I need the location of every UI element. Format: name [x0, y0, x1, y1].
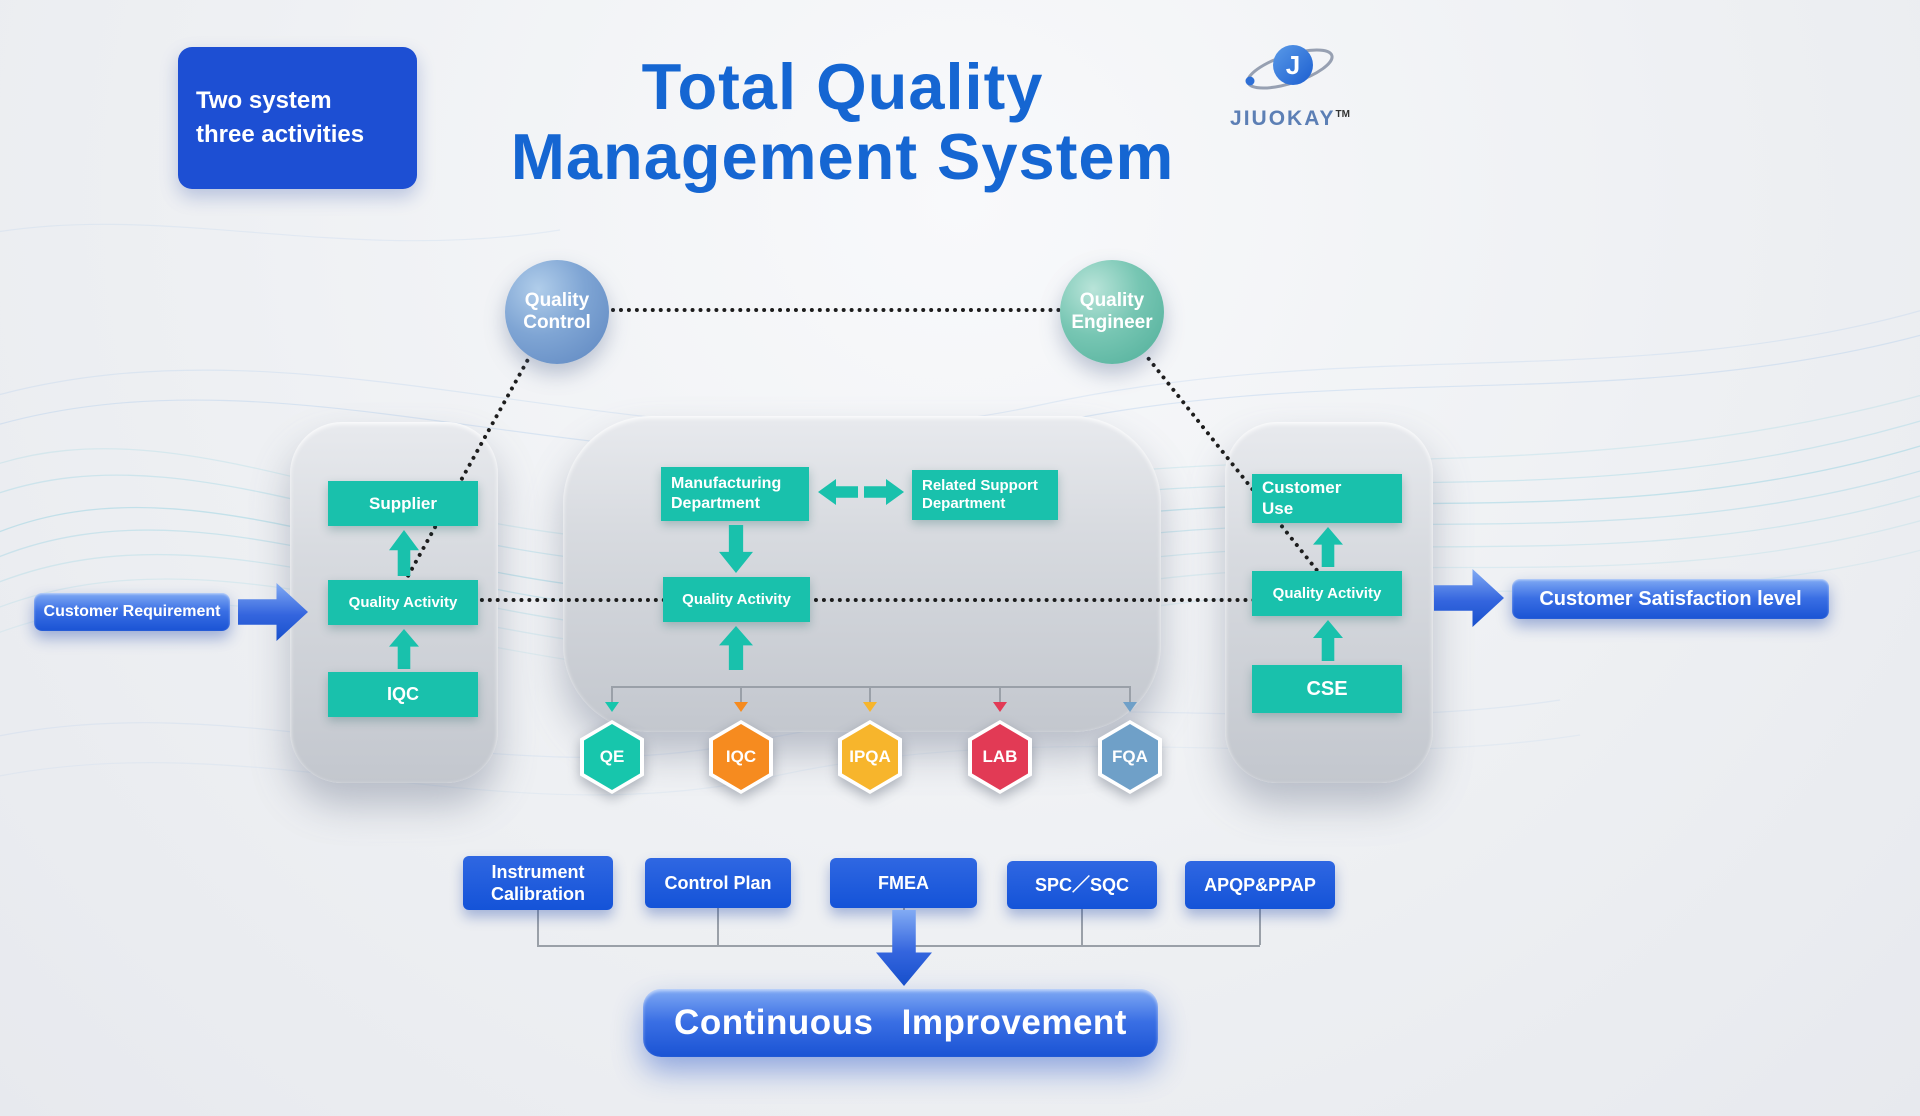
- left-quality-activity-box: Quality Activity: [328, 580, 478, 625]
- connector-line: [1081, 909, 1083, 945]
- continuous-improvement-banner: Continuous Improvement: [643, 989, 1158, 1057]
- box-label-line: Manufacturing: [671, 475, 782, 493]
- hex-bracket-line: [612, 686, 1130, 688]
- dotted-link-qa-center-right: [806, 598, 1256, 602]
- jiuokay-logo: J JIUOKAYTM: [1212, 38, 1368, 131]
- tool-label-line: Control Plan: [664, 872, 772, 893]
- hex-label: FQA: [1112, 747, 1148, 766]
- dotted-link-qa-left-center: [472, 598, 666, 602]
- right-quality-activity-box: Quality Activity: [1252, 571, 1402, 616]
- hex-column-lab: LAB: [968, 686, 1032, 798]
- quality-control-node: Quality Control: [505, 260, 609, 364]
- hex-arrowhead-icon: [1123, 702, 1137, 712]
- logo-orbit-icon: J: [1245, 45, 1334, 90]
- hex-label: IQC: [725, 747, 757, 766]
- hex-drop-line: [740, 686, 742, 702]
- cse-box: CSE: [1252, 665, 1402, 713]
- box-label-line: Department: [671, 495, 760, 512]
- logo-tm: TM: [1335, 109, 1350, 120]
- hex-drop-line: [999, 686, 1001, 702]
- hex-drop-line: [869, 686, 871, 702]
- badge-line: Two system: [196, 87, 332, 115]
- iqc-box: IQC: [328, 672, 478, 717]
- node-line: Control: [523, 312, 591, 333]
- tool-spc-sqc: SPC／SQC: [1007, 861, 1157, 909]
- logo-wordmark: JIUOKAYTM: [1212, 107, 1368, 131]
- tool-label-line: FMEA: [878, 872, 929, 893]
- tool-apqp-ppap: APQP&PPAP: [1185, 861, 1335, 909]
- hex-column-qe: QE: [580, 686, 644, 798]
- customer-satisfaction-pill: Customer Satisfaction level: [1512, 579, 1829, 619]
- tool-label-line: SPC／SQC: [1034, 874, 1130, 895]
- connector-line: [537, 910, 539, 945]
- hex-column-iqc: IQC: [709, 686, 773, 798]
- hex-label: LAB: [982, 747, 1018, 766]
- ipqa-hexagon: IPQA: [838, 720, 902, 794]
- tool-fmea: FMEA: [830, 858, 977, 908]
- related-support-department-box: Related Support Department: [912, 470, 1058, 520]
- node-line: Quality: [524, 290, 590, 312]
- page-title: Total Quality Management System: [470, 50, 1215, 194]
- tool-label-line: Calibration: [490, 884, 585, 904]
- badge-line: three activities: [196, 121, 365, 148]
- supplier-box: Supplier: [328, 481, 478, 526]
- box-label: Quality Activity: [682, 591, 791, 608]
- pill-label: Customer Requirement: [43, 603, 221, 620]
- customer-requirement-pill: Customer Requirement: [34, 593, 230, 631]
- node-line: Quality: [1079, 290, 1145, 312]
- customer-use-box: Customer Use: [1252, 474, 1402, 523]
- box-label: CSE: [1306, 677, 1348, 700]
- qe-hexagon: QE: [580, 720, 644, 794]
- iqc-hexagon: IQC: [709, 720, 773, 794]
- box-label-line: Customer: [1262, 477, 1342, 497]
- box-label-line: Use: [1262, 498, 1294, 518]
- title-line: Total Quality: [641, 50, 1044, 123]
- box-label-line: Related Support: [922, 476, 1038, 494]
- tool-control-plan: Control Plan: [645, 858, 791, 908]
- box-label-line: Department: [922, 495, 1006, 512]
- box-label: IQC: [386, 684, 419, 704]
- title-line: Management System: [510, 120, 1175, 194]
- connector-line: [717, 908, 719, 945]
- tool-label-line: APQP&PPAP: [1204, 874, 1316, 895]
- manufacturing-department-box: Manufacturing Department: [661, 467, 809, 521]
- box-label: Quality Activity: [348, 594, 458, 611]
- pill-label: Customer Satisfaction level: [1539, 587, 1802, 610]
- hex-arrowhead-icon: [993, 702, 1007, 712]
- logo-name: JIUOKAY: [1230, 107, 1336, 130]
- fqa-hexagon: FQA: [1098, 720, 1162, 794]
- connector-line: [1259, 909, 1261, 945]
- box-label: Quality Activity: [1272, 585, 1382, 602]
- hex-label: IPQA: [849, 747, 891, 766]
- hex-fill: [1102, 724, 1158, 790]
- hex-label: QE: [599, 747, 625, 766]
- center-quality-activity-box: Quality Activity: [663, 577, 810, 622]
- hex-drop-line: [611, 686, 613, 702]
- banner-label: Continuous Improvement: [674, 1003, 1127, 1042]
- hex-arrowhead-icon: [734, 702, 748, 712]
- logo-letter: J: [1286, 50, 1300, 80]
- lab-hexagon: LAB: [968, 720, 1032, 794]
- hex-column-fqa: FQA: [1098, 686, 1162, 798]
- tool-instrument-calibration: Instrument Calibration: [463, 856, 613, 910]
- hex-arrowhead-icon: [863, 702, 877, 712]
- dotted-link-circles: [611, 308, 1061, 312]
- node-line: Engineer: [1071, 312, 1153, 333]
- hex-drop-line: [1129, 686, 1131, 702]
- box-label: Supplier: [368, 493, 437, 513]
- hex-arrowhead-icon: [605, 702, 619, 712]
- hex-column-ipqa: IPQA: [838, 686, 902, 798]
- manufacturing-panel: [563, 416, 1161, 732]
- quality-engineer-node: Quality Engineer: [1060, 260, 1164, 364]
- tool-label-line: Instrument: [491, 861, 585, 882]
- two-system-badge: Two system three activities: [178, 47, 417, 189]
